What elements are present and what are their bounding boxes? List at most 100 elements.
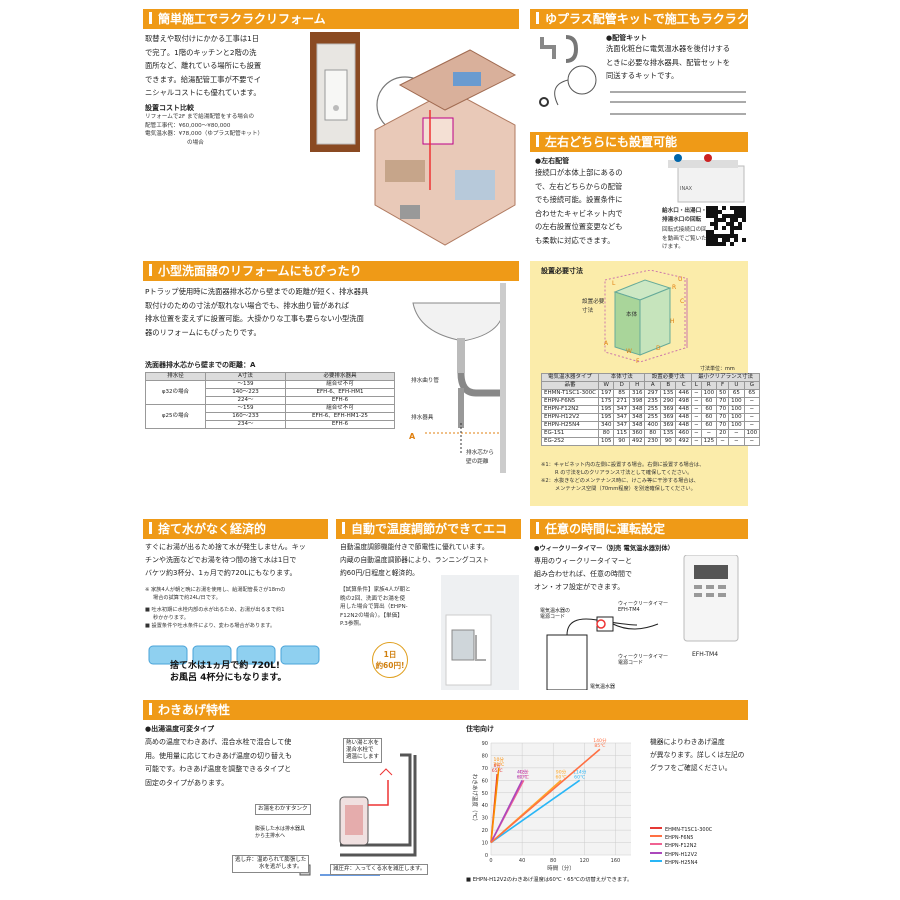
qr-module [718,210,722,214]
table-cell: 369 [659,413,677,422]
table-cell: 60 [700,413,718,422]
qr-module [714,238,718,242]
table-cell: EHPN-F12N2 [541,405,599,414]
table-cell: − [716,437,730,446]
qr-module [722,234,726,238]
legend-swatch [650,835,662,838]
qr-code[interactable] [706,206,746,246]
text-line: 機器によりわきあげ温度 [650,738,725,746]
x-tick-label: 40 [519,858,525,864]
table-cell: 347 [613,413,630,422]
table-header: 最小クリアランス寸法 [690,373,761,382]
table-cell: 400 [644,421,661,430]
table-cell: EG-2S2 [541,437,599,446]
table-cell: 347 [613,421,630,430]
table-cell: 348 [628,421,646,430]
qr-module [706,210,710,214]
text-line: 可能です。わきあげ温度を調整できるタイプと [145,765,292,773]
vanity-cabinet-illustration [436,575,522,690]
section-banner-economic: 捨て水がなく経済的 [143,519,328,539]
table-cell: 135 [659,429,677,438]
space-label: 設置必要 寸法 [582,298,604,315]
table-cell: − [690,421,702,430]
data-label: 60℃ [518,774,529,780]
qr-module [722,238,726,242]
text-line: グラフをご確認ください。 [650,764,732,772]
eco-calc: 【試算条件】家族4人が朝と 晩の2回、洗面でお湯を使 用した場合で算出（EHPN… [340,586,435,629]
callout-line: 熱い湯と水を [346,740,380,746]
table-cell: 115 [613,429,630,438]
timer-device-image [682,555,740,645]
table-cell: 80 [597,429,615,438]
table-cell: 360 [628,429,646,438]
timer-wiring-diagram [535,605,680,690]
table-cell: 175 [597,397,615,406]
section-banner-small-basin: 小型洗面器のリフォームにもぴったり [143,261,519,281]
qr-module [726,238,730,242]
easy-install-text: 取替えや取付けにかかる工事は1日 で完了。1階のキッチンと2階の洗 面所など、離… [145,32,303,100]
text-line: 洗面化粧台に電気温水器を後付けする [606,44,731,53]
table-cell: − [743,437,761,446]
small-basin-text: Pトラップ使用時に洗面器排水芯から壁までの距離が短く、排水器具 取付けのための寸… [145,285,400,339]
timer-label: ウィークリータイマー EFH-TM4 [618,601,668,613]
callout-line: 混合水栓で [346,747,374,753]
table-cell: φ32の場合 [145,380,206,405]
table-cell: 70 [716,405,730,414]
calc-line: 【試算条件】家族4人が朝と [340,587,411,593]
text-line: 器のリフォームにもぴったりです。 [145,327,261,337]
text-line: ニシャルコストにも優れています。 [145,88,261,97]
legend-label: EHPN-F6N5 [665,835,694,842]
table-cell: 498 [675,397,692,406]
badge-line: 1日 [383,650,397,659]
label-line: ウィークリータイマー [618,601,669,607]
table-cell: EG-1S1 [541,429,599,438]
text-line: チンや洗面などでお湯を待つ間の捨て水は1日で [145,556,297,564]
text-line: で、左右どちらからの配管 [535,181,623,191]
note-line: 秒かかります。 [153,615,189,621]
table-cell: 230 [644,437,661,446]
text-line: 高めの温度でわきあげ、混合水栓で混合して使 [145,738,292,746]
text-line: の左右設置位置変更なども [535,222,623,231]
qr-module [714,214,718,218]
qr-module [710,222,714,226]
flex-hoses-illustration [608,86,748,122]
data-label: 90分 [556,768,567,775]
table-cell: EHPN-H25N4 [541,421,599,430]
qr-module [742,238,746,242]
data-label: 42分 [518,768,529,775]
table-cell: EHMN-T1SC1-300C [541,389,599,398]
text-line: バケツ約3杯分、1ヵ月で約720Lにもなります。 [145,569,297,577]
qr-note: 回転式接続口の回転 を動画でご覧いただ けます。 [662,226,712,252]
data-label: 85℃ [594,743,605,749]
table-cell: 160〜233 [205,412,286,421]
table-cell: EFH-6、EFH-HM1 [285,388,395,397]
table-cell: 組合せ不可 [285,404,395,413]
qr-module [742,206,746,210]
table-cell: 60 [700,405,718,414]
qr-module [710,242,714,246]
table-cell: 348 [628,405,646,414]
qr-module [722,226,726,230]
text-line: で完了。1階のキッチンと2階の洗 [145,47,257,57]
table-header: A寸法 [205,372,286,381]
table-cell: 460 [675,429,692,438]
qr-module [726,234,730,238]
table-cell: − [743,397,761,406]
table-cell: 65 [728,389,745,398]
qr-module [714,242,718,246]
text-line: 合わせたキャビネット内で [535,208,623,218]
qr-module [718,218,722,222]
calc-line: 用した場合で算出（EHPN- [340,604,408,610]
y-tick-label: 30 [482,816,488,822]
table-cell: 組合せ不可 [285,380,395,389]
timer-model: EFH-TM4 [692,651,719,658]
chart-label: 住宅向け [466,725,494,733]
legend-label: EHPN-H12V2 [665,851,698,858]
text-line: 用。使用量に応じてわきあげ温度の切り替えも [145,751,292,760]
table-cell: 85 [613,389,630,398]
cost-title: 設置コスト比較 [145,104,194,112]
table-cell: 80 [644,429,661,438]
chart-right-note: 機器によりわきあげ温度 が異なります。詳しくは左記の グラフをご確認ください。 [650,736,750,775]
table-cell: 235 [644,397,661,406]
